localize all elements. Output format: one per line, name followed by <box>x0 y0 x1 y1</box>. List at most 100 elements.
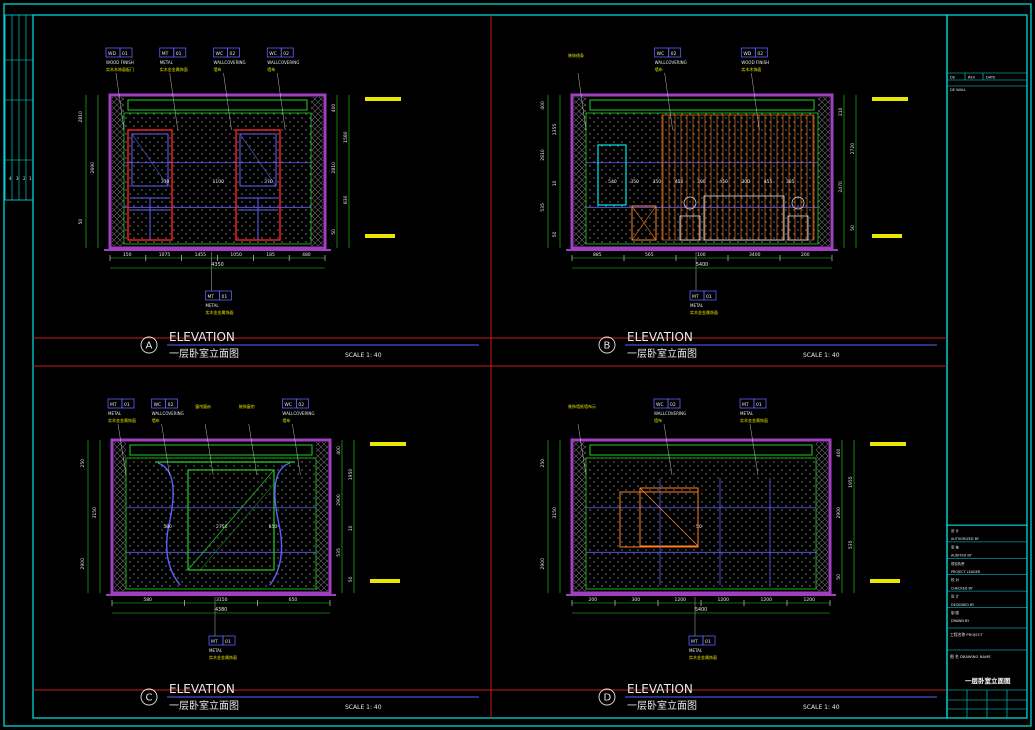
caption-elevation: ELEVATION <box>169 330 235 344</box>
tag-material-en: WALLCOVERING <box>654 411 686 416</box>
tag-num: 01 <box>222 294 228 300</box>
strip-mark: 1 <box>29 176 32 181</box>
tag-box <box>173 47 187 58</box>
title-row-label: 审 核 <box>951 544 959 549</box>
door-glass-diagonal <box>131 133 169 187</box>
dimension-label: 250 <box>540 459 546 468</box>
tag-material-cn: 实木木饰面 <box>741 66 761 72</box>
title-row-label: 设 计 <box>951 528 959 533</box>
tag-code: WC <box>269 51 277 57</box>
tag-box <box>121 398 135 409</box>
dimension-label: 3150 <box>552 507 558 519</box>
tag-material-cn: 墙布 <box>267 66 275 72</box>
dimension-label: 2900 <box>336 494 342 506</box>
tag-num: 01 <box>756 402 762 408</box>
dimension-label: 200 <box>589 597 598 603</box>
title-row-label: DRAWN BY <box>951 619 970 623</box>
nightstand-left <box>679 215 701 241</box>
dimension-label: 1955 <box>848 476 854 488</box>
door-glass <box>239 133 277 187</box>
door-glass-diagonal <box>239 133 277 187</box>
dimension-label: 400 <box>540 101 546 110</box>
dimension-label: 3150 <box>92 507 98 519</box>
tag-box <box>165 398 179 409</box>
tag-material-cn: 实木金金属饰面 <box>160 66 188 72</box>
wall-hatch-left <box>114 442 126 591</box>
dimension-label: 650 <box>289 597 298 603</box>
bed <box>703 195 785 241</box>
tag-material-en: METAL <box>206 303 220 308</box>
dimension-total: 5400 <box>696 262 708 268</box>
title-sub-label: DE WALL <box>950 88 966 92</box>
dimension-label: 50 <box>552 231 558 237</box>
tag-box <box>227 47 240 58</box>
tag-material-en: WALLCOVERING <box>214 60 246 65</box>
dimension-label: 50 <box>850 225 856 231</box>
dimension-label: 400 <box>836 449 842 458</box>
dimension-label: 535 <box>336 548 342 557</box>
dimension-label: 1580 <box>343 131 349 143</box>
headboard-panel <box>661 114 815 241</box>
tag-leader <box>577 72 587 131</box>
dimension-label: 350 <box>653 179 662 185</box>
tag-leader <box>277 72 286 131</box>
dimension-total: 4350 <box>212 262 224 268</box>
dimension-label: 450 <box>719 179 728 185</box>
tag-material-cn: 实木金金属饰面 <box>108 417 136 423</box>
tag-material-cn: 实木金金属饰面 <box>209 654 237 660</box>
tag-box <box>754 47 768 58</box>
caption-elevation: ELEVATION <box>627 682 693 696</box>
dimension-label: 1355 <box>552 124 558 136</box>
tag-material-cn: 实木金金属饰面 <box>689 654 717 660</box>
tag-material-en: METAL <box>690 303 704 308</box>
caption-subtitle: 一层卧室立面图 <box>169 347 239 360</box>
ceiling-cove <box>589 444 813 456</box>
lamp-left <box>683 196 697 210</box>
tag-code: MT <box>211 639 218 645</box>
dimension-label: 370 <box>161 179 170 185</box>
dimension-label: 1455 <box>195 252 207 258</box>
tag-material-en: METAL <box>740 411 754 416</box>
dimension-label: 50 <box>696 524 702 530</box>
wall-hatch-left <box>574 442 586 591</box>
tag-material-cn: 窗帘窗纱 <box>195 403 211 409</box>
tag-code: WC <box>284 402 292 408</box>
dimension-label: 2900 <box>836 507 842 519</box>
tag-num: 02 <box>671 51 677 57</box>
tag-code: MT <box>162 51 169 57</box>
tag-code: MT <box>742 402 749 408</box>
wall-hatch-right <box>818 97 830 246</box>
wall-outline <box>108 93 327 250</box>
caption-elevation: ELEVATION <box>169 682 235 696</box>
lamp-right <box>791 196 805 210</box>
mirror-frame <box>597 144 627 206</box>
dimension-label: 480 <box>302 252 311 258</box>
tag-code: MT <box>208 294 215 300</box>
tag-num: 01 <box>122 51 128 57</box>
tag-leader <box>205 423 214 476</box>
dimension-label: 885 <box>593 252 602 258</box>
tag-material-en: WOOD FINISH <box>106 60 134 65</box>
caption-scale: SCALE 1: 40 <box>803 352 840 359</box>
tag-box <box>222 635 236 646</box>
nightstand-right <box>787 215 809 241</box>
tag-material-cn: 实木金金属饰面 <box>690 309 718 315</box>
tag-box <box>702 635 716 646</box>
caption-elevation: ELEVATION <box>627 330 693 344</box>
